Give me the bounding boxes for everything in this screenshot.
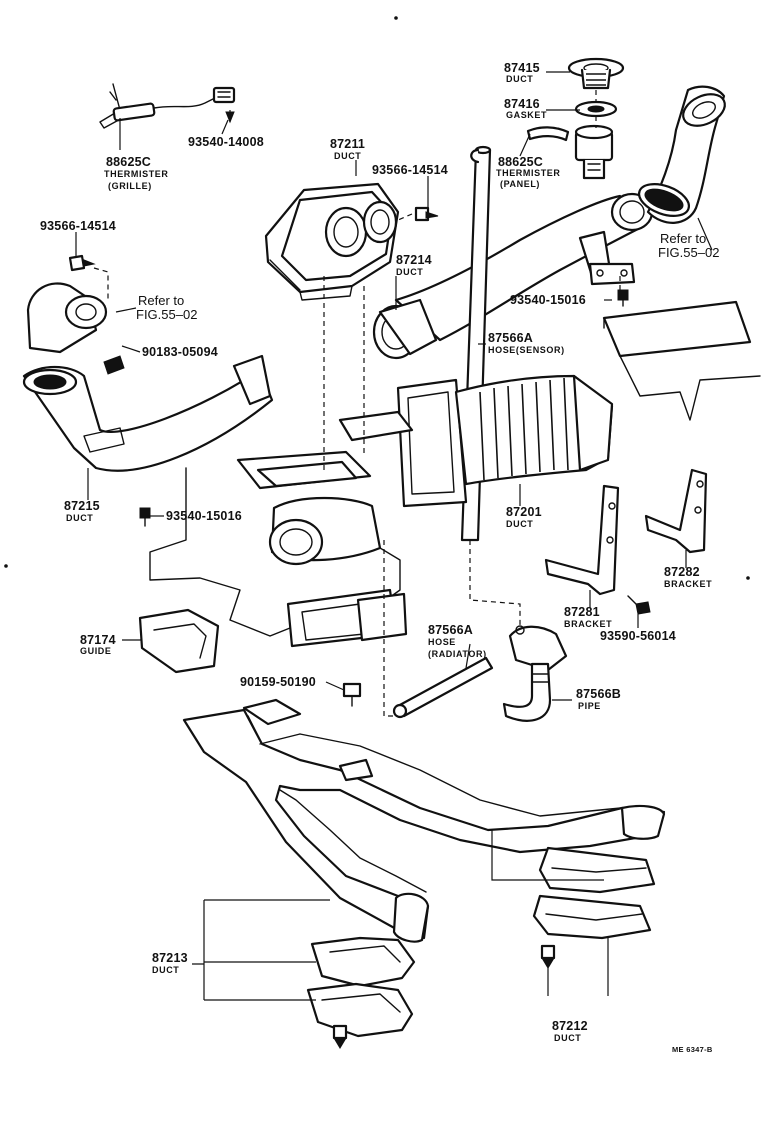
label-ref-left-line2: FIG.55–02 [136,307,198,322]
blower-case-part [149,410,414,648]
label-93540-14008: 93540-14008 [188,135,264,149]
screw-90159-50190 [342,682,362,707]
label-ref-right-line2: FIG.55–02 [658,245,720,260]
screw-93540-15016-right [617,289,629,307]
label-ref-right-line1: Refer to [660,231,707,246]
duct-87214-part [372,298,438,360]
stray-marks [4,16,750,580]
label-93566-14514-left: 93566-14514 [40,219,116,233]
label-87416-number: 87416 [504,97,540,111]
label-87282-name: BRACKET [664,579,713,589]
duct-87212-part [532,846,656,940]
label-88625c-grille-number: 88625C [106,155,151,169]
label-87211-number: 87211 [330,137,366,151]
label-88625c-panel-qualifier: (PANEL) [500,179,541,189]
label-87211-name: DUCT [334,151,362,161]
upper-right-duct-part [394,192,654,342]
duct-87415-part [567,57,625,90]
screw-93540-15016-left [139,507,151,527]
label-93566-14514-top: 93566-14514 [372,163,448,177]
label-87416-name: GASKET [506,110,548,120]
label-87415-name: DUCT [506,74,534,84]
label-93540-15016-right: 93540-15016 [510,293,586,307]
label-87281-name: BRACKET [564,619,613,629]
label-87281-number: 87281 [564,605,600,619]
duct-87211-part [264,182,400,301]
label-87566a-radiator-name: HOSE [428,637,456,647]
label-90159-50190: 90159-50190 [240,675,316,689]
screw-87212 [540,944,556,969]
label-93590-56014: 93590-56014 [600,629,676,643]
label-87201-number: 87201 [506,505,542,519]
firewall-panel-part [602,300,761,421]
duct-87215-part [22,282,274,472]
hose-radiator-part [392,656,494,719]
bracket-87281-part [544,484,620,596]
label-87282-number: 87282 [664,565,700,579]
assembly-lines [93,90,621,717]
bracket-87282-part [644,468,708,554]
label-87566a-radiator-number: 87566A [428,623,473,637]
gasket-87416-part [574,100,618,118]
label-87174-number: 87174 [80,633,116,647]
label-87214-name: DUCT [396,267,424,277]
footer-drawing-code: ME 6347-B [672,1045,713,1054]
label-90183-05094: 90183-05094 [142,345,218,359]
guide-87174-part [138,608,220,674]
label-87215-name: DUCT [66,513,94,523]
label-87213-number: 87213 [152,951,188,965]
label-88625c-panel-number: 88625C [498,155,543,169]
leader-lines [75,71,713,1001]
label-87212-name: DUCT [554,1033,582,1043]
label-87566b-number: 87566B [576,687,621,701]
label-87215-number: 87215 [64,499,100,513]
thermister-panel-part [526,124,614,180]
duct-87201-part [396,374,614,508]
label-87566a-sensor-name: HOSE(SENSOR) [488,345,565,355]
label-87214-number: 87214 [396,253,432,267]
label-88625c-panel-name: THERMISTER [496,168,561,178]
label-88625c-grille-qualifier: (GRILLE) [108,181,152,191]
clip-90183-05094 [103,355,125,375]
upper-right-elbow-part [638,85,726,224]
label-87212-number: 87212 [552,1019,588,1033]
duct-87213-part [306,936,416,1038]
label-87566a-sensor-number: 87566A [488,331,533,345]
lower-distribution-duct-part [182,698,666,943]
label-88625c-grille-name: THERMISTER [104,169,169,179]
screw-93590-56014 [627,595,651,615]
label-87174-name: GUIDE [80,646,112,656]
label-ref-left-line1: Refer to [138,293,185,308]
label-87213-name: DUCT [152,965,180,975]
label-87201-name: DUCT [506,519,534,529]
thermister-grille-part [99,83,236,129]
screw-87213-bottom [332,1024,348,1049]
label-93540-15016-left: 93540-15016 [166,509,242,523]
screw-93566-14514-top [414,206,439,222]
label-87415-number: 87415 [504,61,540,75]
screw-93566-14514-left [68,254,96,272]
label-87566a-radiator-qualifier: (RADIATOR) [428,649,487,659]
label-87566b-name: PIPE [578,701,601,711]
pipe-87566b-part [502,625,568,722]
